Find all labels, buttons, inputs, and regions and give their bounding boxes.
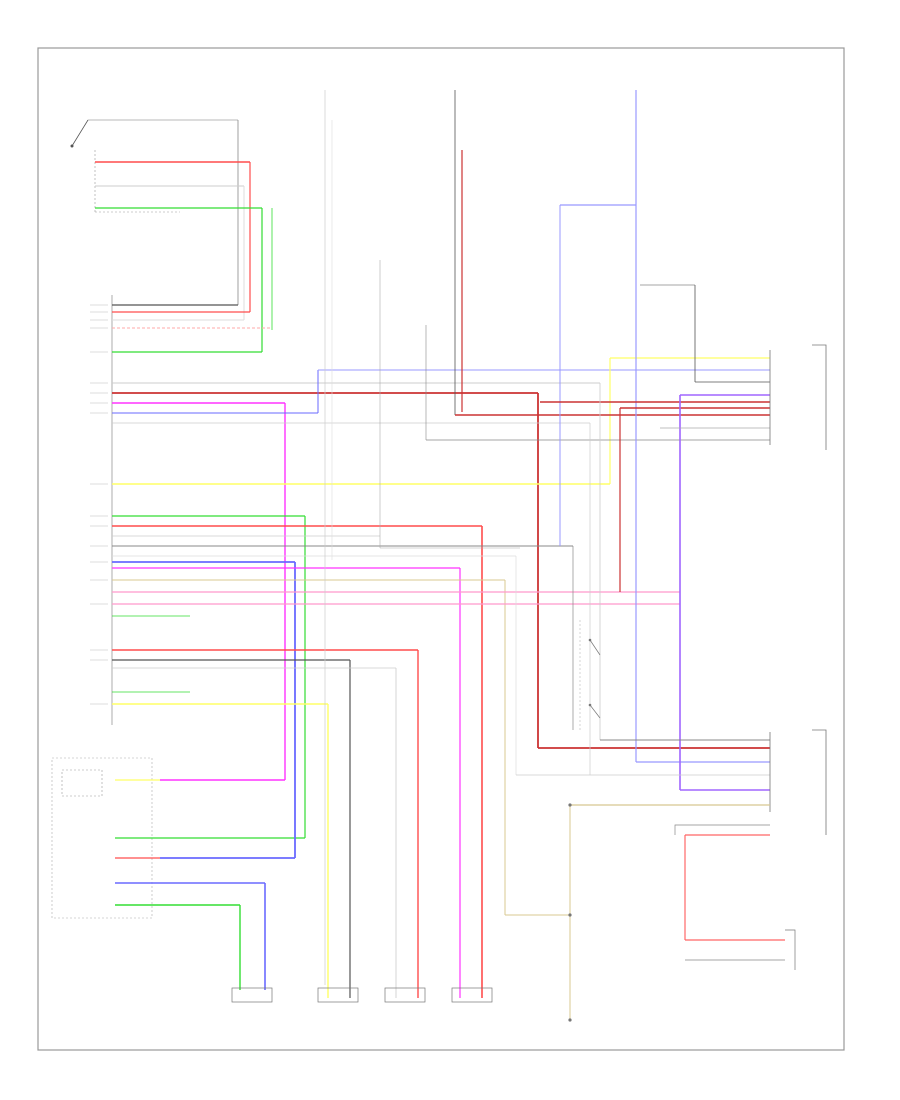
control-switch-block xyxy=(70,119,273,352)
speakers-row xyxy=(231,987,493,1003)
left-connector-block xyxy=(111,295,770,998)
connector-pin-marks xyxy=(90,304,108,705)
right-upper-connector xyxy=(769,344,827,450)
power-feeds xyxy=(324,90,770,985)
right-upper-feeds xyxy=(515,383,770,791)
telephone-module xyxy=(51,757,266,990)
diagram-border xyxy=(37,47,845,1051)
speaker-2 xyxy=(317,987,359,1003)
speaker-1 xyxy=(231,987,273,1003)
speaker-3 xyxy=(384,987,426,1003)
speaker-4 xyxy=(451,987,493,1003)
right-lower-connector xyxy=(568,729,827,1022)
middle-switches xyxy=(579,620,601,730)
